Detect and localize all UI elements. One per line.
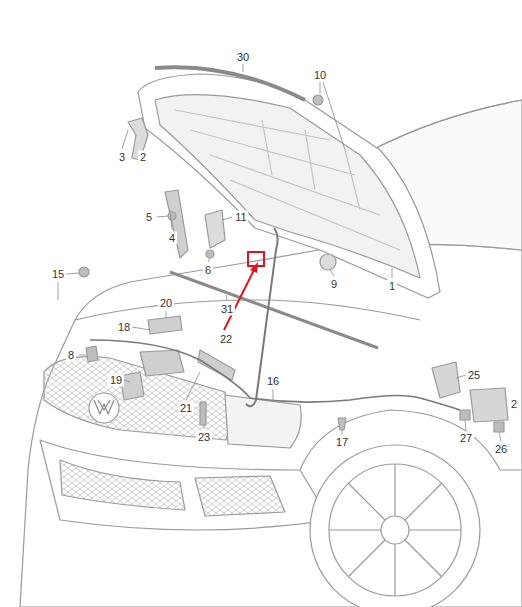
callout-number: 21 (178, 402, 194, 415)
callout-number: 16 (265, 375, 281, 388)
callout-number: 6 (203, 264, 213, 277)
callout-number: 9 (329, 278, 339, 291)
callout-number: 22 (218, 333, 234, 346)
callout-number: 11 (233, 211, 248, 224)
callout-number: 2 (509, 398, 519, 411)
callout-number: 10 (312, 69, 328, 82)
callout-number: 18 (116, 321, 132, 334)
callout-number: 2 (138, 151, 148, 164)
callout-number: 20 (158, 297, 174, 310)
callout-number: 26 (493, 443, 509, 456)
callout-number: 19 (108, 374, 124, 387)
callout-number: 25 (466, 369, 482, 382)
callout-number: 30 (235, 51, 251, 64)
callout-number: 23 (196, 431, 212, 444)
callout-number: 4 (167, 232, 177, 245)
callout-number: 8 (66, 349, 76, 362)
callout-number: 3 (117, 151, 127, 164)
callout-number: 27 (458, 432, 474, 445)
callout-number: 31 (219, 303, 235, 316)
callout-number: 15 (50, 268, 66, 281)
callout-number: 1 (387, 280, 397, 293)
callout-number: 5 (144, 211, 154, 224)
callout-number: 17 (334, 436, 350, 449)
